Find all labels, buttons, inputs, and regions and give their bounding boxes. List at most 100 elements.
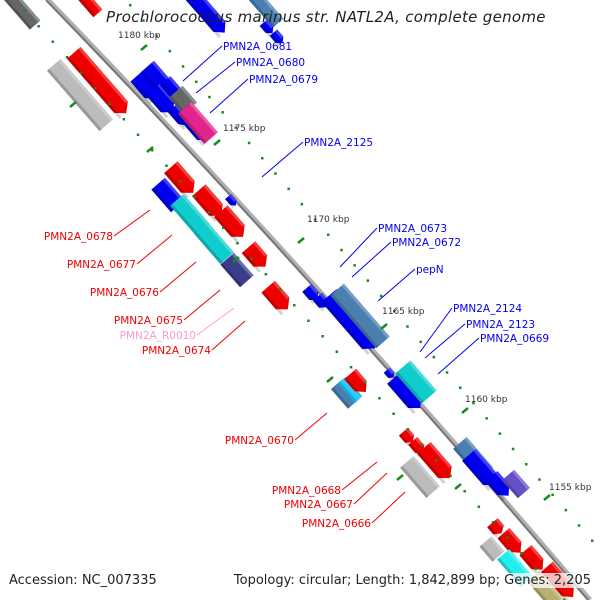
gene-label[interactable]: PMN2A_0670 <box>225 435 294 447</box>
gene-label[interactable]: PMN2A_R0010 <box>120 330 196 342</box>
tick-dot <box>379 294 383 298</box>
tick-dot <box>234 126 238 129</box>
gene-feature[interactable] <box>179 0 230 38</box>
gene-feature[interactable] <box>261 280 294 316</box>
tick-dot <box>364 381 367 384</box>
gene-label[interactable]: PMN2A_2125 <box>304 137 373 149</box>
gene-feature[interactable] <box>192 184 228 222</box>
gene-feature[interactable] <box>479 536 505 562</box>
gene-feature[interactable] <box>246 0 284 28</box>
tick-dot <box>165 164 168 167</box>
gene-label[interactable]: PMN2A_0681 <box>223 41 292 53</box>
gene-label[interactable]: PMN2A_0672 <box>392 237 461 249</box>
kbp-tick-mark <box>380 323 388 330</box>
tick-dot <box>564 508 568 512</box>
gene-feature[interactable] <box>462 449 502 491</box>
tick-dot <box>236 242 239 245</box>
gene-label[interactable]: pepN <box>416 264 444 276</box>
label-leader-line <box>294 412 328 441</box>
gene-feature[interactable] <box>3 0 41 30</box>
gene-feature[interactable] <box>269 29 287 47</box>
kbp-tick-label: 1170 kbp <box>307 215 350 225</box>
tick-dot <box>445 371 449 374</box>
kbp-tick-label: 1180 kbp <box>118 31 161 41</box>
gene-feature[interactable] <box>330 283 390 349</box>
tick-dot <box>207 211 211 214</box>
tick-dot <box>393 310 396 313</box>
gene-label[interactable]: PMN2A_0673 <box>378 223 447 235</box>
label-leader-line <box>419 307 453 353</box>
tick-dot <box>485 417 488 420</box>
tick-dot <box>122 118 126 121</box>
tick-dot <box>155 34 158 38</box>
gene-feature[interactable] <box>417 442 457 484</box>
label-leader-line <box>209 78 249 114</box>
gene-feature[interactable] <box>395 360 437 404</box>
tick-dot <box>287 187 290 191</box>
gene-feature[interactable] <box>225 193 239 209</box>
genome-summary-text: Topology: circular; Length: 1,842,899 bp… <box>233 573 591 588</box>
tick-dot <box>459 386 462 389</box>
gene-feature[interactable] <box>502 469 530 499</box>
tick-dot <box>181 65 185 68</box>
tick-dot <box>562 598 566 600</box>
gene-feature[interactable] <box>519 544 548 576</box>
gene-label[interactable]: PMN2A_2123 <box>466 319 535 331</box>
gene-feature[interactable] <box>302 284 322 304</box>
tick-dot <box>80 71 83 74</box>
label-leader-line <box>159 261 197 293</box>
gene-label[interactable]: PMN2A_0666 <box>302 518 371 530</box>
tick-dot <box>261 157 264 160</box>
gene-label[interactable]: PMN2A_0674 <box>142 345 211 357</box>
kbp-tick-mark <box>297 237 305 244</box>
gene-feature[interactable] <box>383 367 397 381</box>
gene-feature[interactable] <box>170 194 210 236</box>
gene-feature[interactable] <box>194 222 234 264</box>
gene-label[interactable]: PMN2A_0675 <box>114 315 183 327</box>
gene-feature[interactable] <box>73 0 103 18</box>
accession-text: Accession: NC_007335 <box>9 573 157 588</box>
gene-label[interactable]: PMN2A_2124 <box>453 303 522 315</box>
label-leader-line <box>437 337 480 375</box>
tick-dot <box>94 87 97 90</box>
kbp-tick-label: 1175 kbp <box>223 124 266 134</box>
gene-label[interactable]: PMN2A_0676 <box>90 287 159 299</box>
tick-dot <box>477 505 481 508</box>
kbp-tick-mark <box>543 494 551 501</box>
tick-dot <box>151 149 154 152</box>
gene-label[interactable]: PMN2A_0680 <box>236 57 305 69</box>
gene-feature[interactable] <box>178 102 218 144</box>
tick-dot <box>420 443 424 446</box>
tick-dot <box>274 172 277 175</box>
kbp-tick-mark <box>140 44 148 51</box>
tick-dot <box>307 319 310 322</box>
genome-backbone-shadow <box>45 0 589 600</box>
gene-label[interactable]: PMN2A_0677 <box>67 259 136 271</box>
gene-feature[interactable] <box>487 518 507 538</box>
gene-feature[interactable] <box>344 368 372 398</box>
gene-label[interactable]: PMN2A_0678 <box>44 231 113 243</box>
tick-dot <box>327 233 330 236</box>
gene-label[interactable]: PMN2A_0668 <box>272 485 341 497</box>
gene-feature[interactable] <box>400 456 440 498</box>
tick-dot <box>366 279 370 282</box>
gene-feature[interactable] <box>259 19 277 37</box>
gene-feature[interactable] <box>214 205 250 243</box>
gene-label[interactable]: PMN2A_0669 <box>480 333 549 345</box>
kbp-tick-mark <box>232 256 240 263</box>
tick-dot <box>591 539 594 542</box>
tick-dot <box>195 80 198 83</box>
tick-dot <box>538 478 541 481</box>
gene-feature[interactable] <box>164 161 200 199</box>
gene-label[interactable]: PMN2A_0667 <box>284 499 353 511</box>
tick-dot <box>525 463 528 466</box>
label-leader-line <box>377 268 416 302</box>
tick-dot <box>392 412 395 415</box>
tick-dot <box>222 226 225 229</box>
gene-label[interactable]: PMN2A_0679 <box>249 74 318 86</box>
label-leader-line <box>195 61 236 94</box>
gene-feature[interactable] <box>241 241 273 273</box>
tick-dot <box>293 304 296 307</box>
tick-dot <box>506 536 509 539</box>
gene-feature[interactable] <box>46 58 114 132</box>
